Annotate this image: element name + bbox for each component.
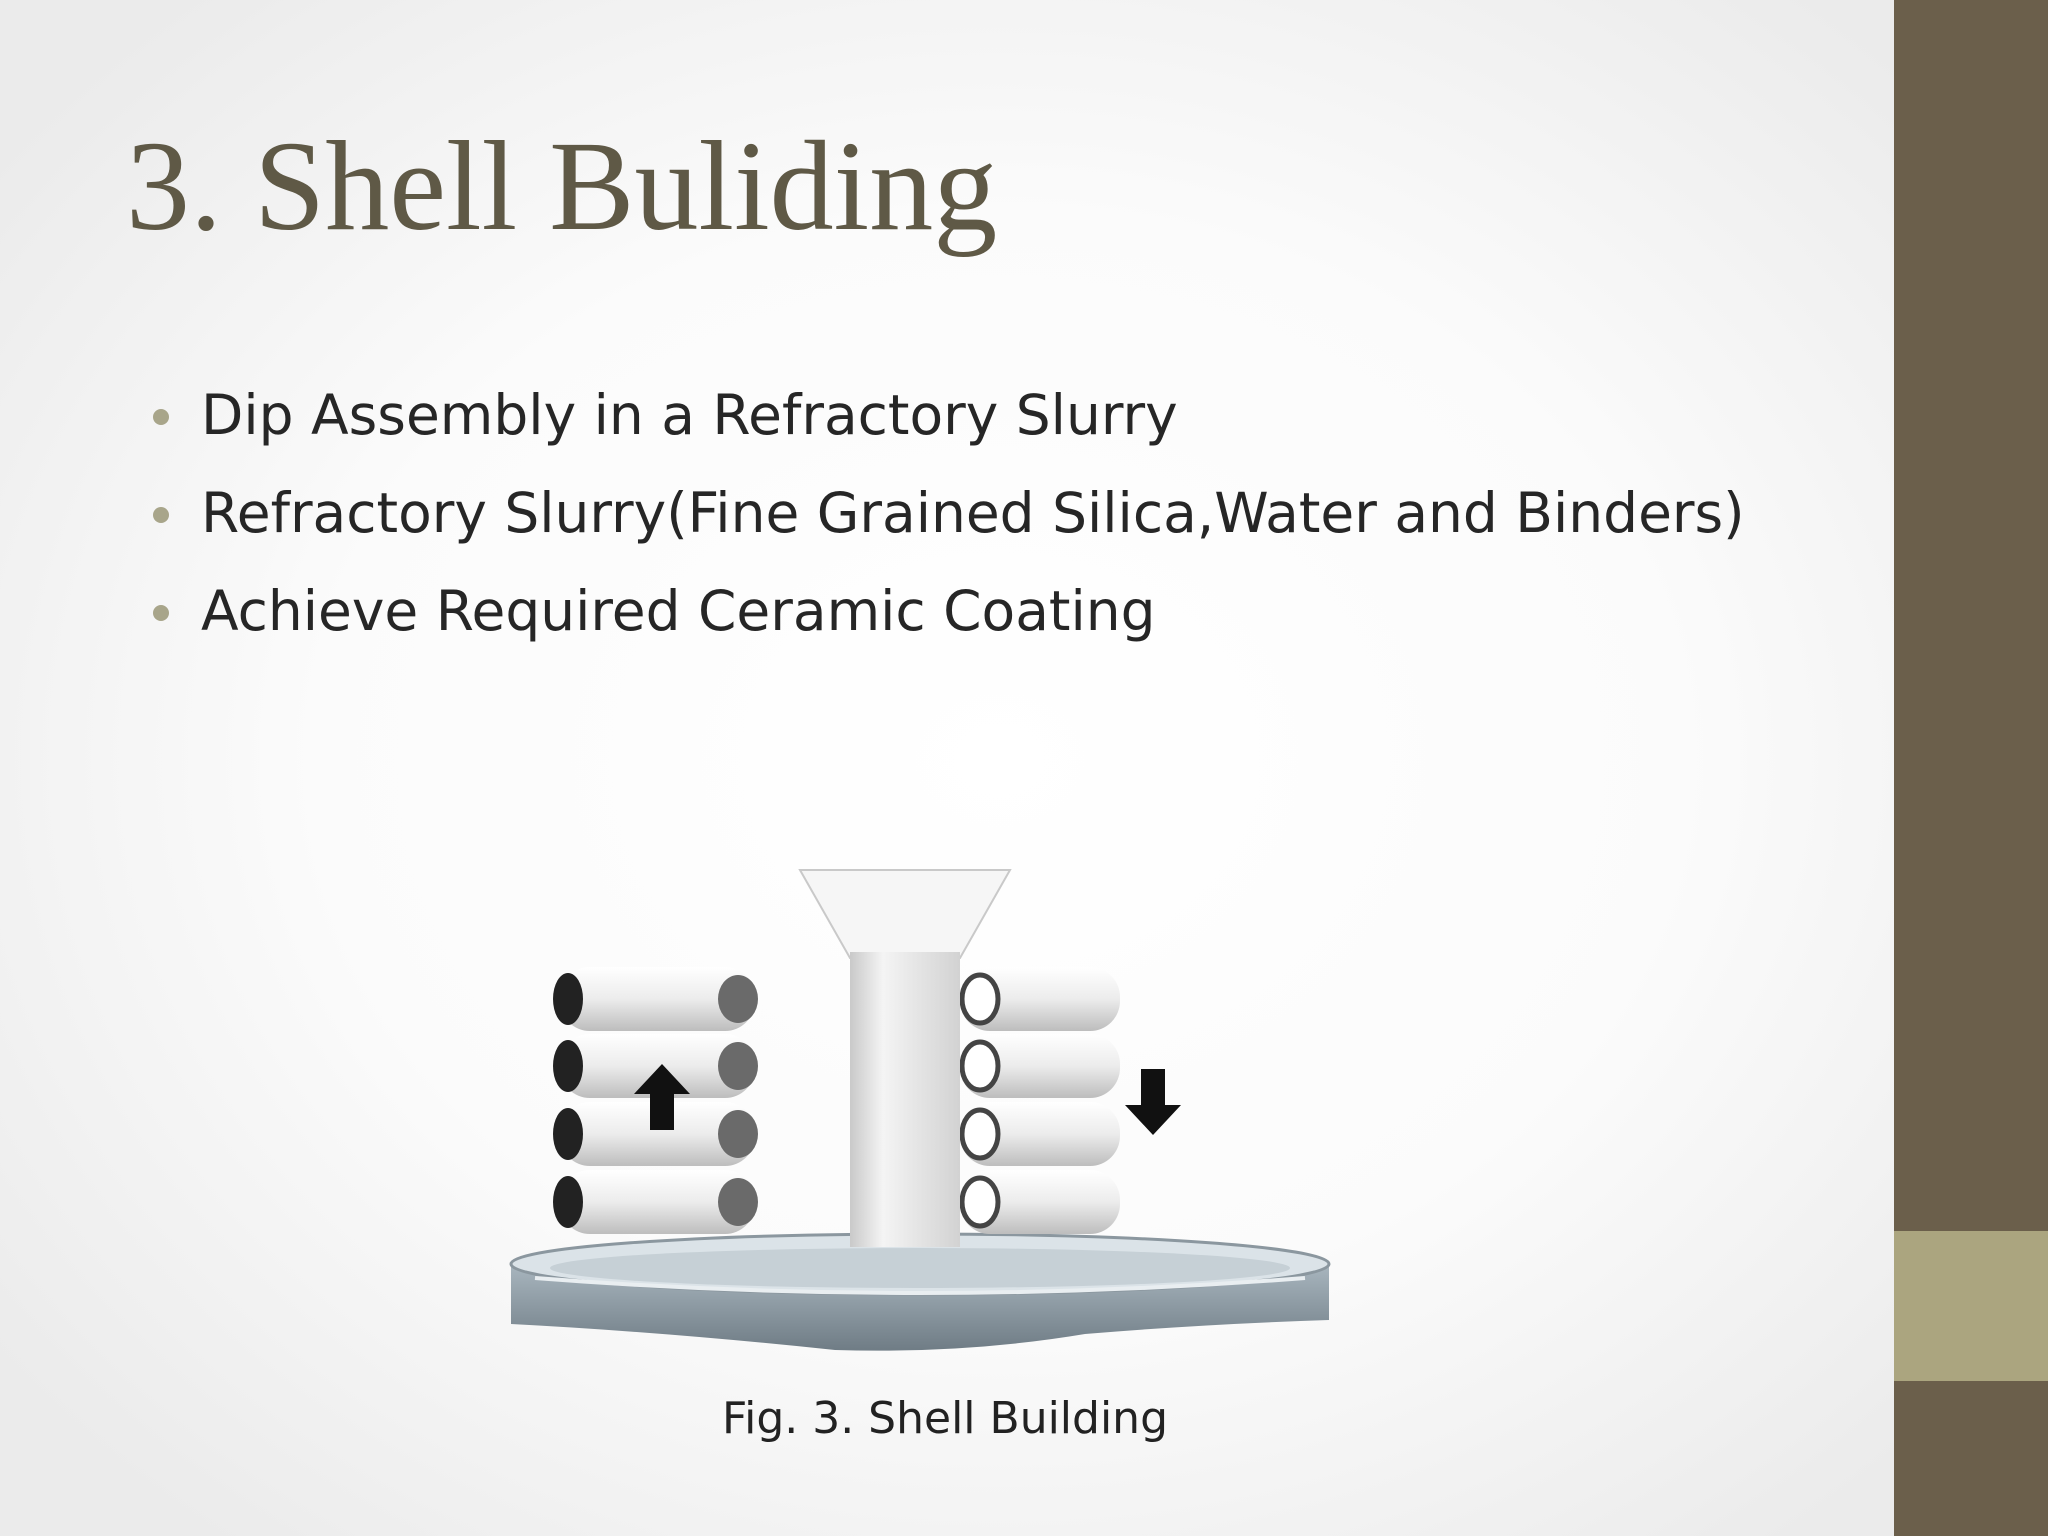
bullet-dot-icon (153, 605, 169, 621)
bullet-item: Dip Assembly in a Refractory Slurry (140, 366, 1745, 464)
slide-title: 3. Shell Buliding (126, 115, 998, 257)
side-decor-bar (1894, 0, 2048, 1536)
bullet-text: Dip Assembly in a Refractory Slurry (201, 383, 1178, 447)
bullet-text: Refractory Slurry(Fine Grained Silica,Wa… (201, 481, 1745, 545)
shell-building-illustration (509, 869, 1331, 1351)
arrow-up-icon (634, 1064, 690, 1130)
arrow-down-icon (1125, 1069, 1181, 1135)
slurry-basin-icon (509, 1232, 1331, 1351)
figure-caption: Fig. 3. Shell Building (721, 1393, 1168, 1444)
bullet-item: Achieve Required Ceramic Coating (140, 562, 1745, 660)
bullet-dot-icon (153, 409, 169, 425)
shell-building-figure (505, 862, 1335, 1367)
bullet-list: Dip Assembly in a Refractory Slurry Refr… (140, 366, 1745, 660)
bullet-item: Refractory Slurry(Fine Grained Silica,Wa… (140, 464, 1745, 562)
bullet-dot-icon (153, 507, 169, 523)
bullet-text: Achieve Required Ceramic Coating (201, 579, 1156, 643)
wax-tree-assembly-icon (553, 869, 1120, 1247)
side-decor-accent (1894, 1231, 2048, 1381)
